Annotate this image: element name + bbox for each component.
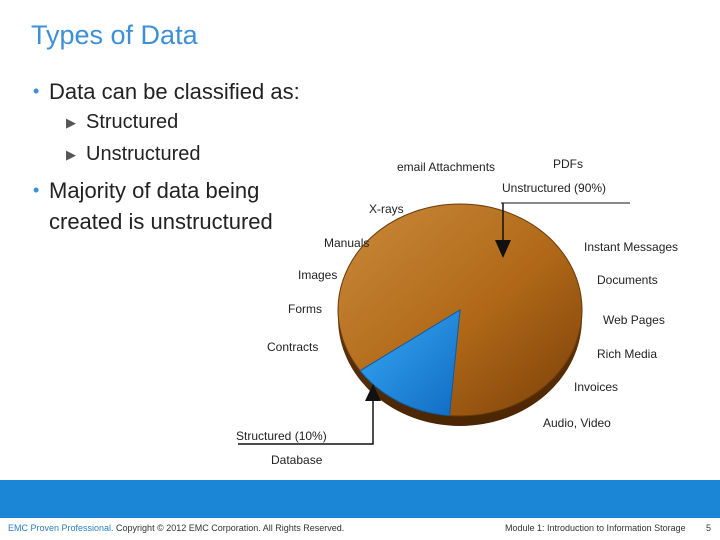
- sub-bullet-structured-text: Structured: [86, 111, 179, 133]
- structured-arrow-icon: [365, 384, 381, 401]
- triangle-right-icon: ▶: [66, 147, 76, 162]
- unstructured-arrow-icon: [495, 240, 511, 258]
- label-email: email Attachments: [397, 160, 496, 174]
- label-contracts: Contracts: [267, 340, 319, 354]
- bullet-dot-icon: •: [33, 180, 40, 200]
- slide-title: Types of Data: [31, 20, 198, 50]
- footer-module: Module 1: Introduction to Information St…: [505, 523, 686, 533]
- label-database: Database: [271, 453, 323, 467]
- triangle-right-icon: ▶: [66, 115, 76, 130]
- label-structured: Structured (10%): [236, 429, 327, 443]
- label-manuals: Manuals: [324, 236, 370, 250]
- bullet-2-text: Majority of data being created is unstru…: [49, 178, 273, 234]
- label-documents: Documents: [597, 273, 658, 287]
- label-xrays: X-rays: [369, 202, 404, 216]
- sub-bullet-structured: ▶ Structured: [66, 111, 179, 134]
- label-instant-messages: Instant Messages: [584, 240, 679, 254]
- footer-page-number: 5: [706, 523, 712, 533]
- bullet-1: • Data can be classified as:: [33, 76, 300, 107]
- sub-bullet-unstructured-text: Unstructured: [86, 143, 201, 165]
- label-unstructured: Unstructured (90%): [502, 181, 607, 195]
- bullet-1-text: Data can be classified as:: [49, 79, 300, 104]
- sub-bullet-unstructured: ▶ Unstructured: [66, 143, 201, 166]
- label-rich-media: Rich Media: [597, 347, 658, 361]
- label-forms: Forms: [288, 302, 322, 316]
- label-images: Images: [298, 268, 338, 282]
- footer-copyright: EMC Proven Professional. Copyright © 201…: [8, 523, 344, 533]
- label-audio-video: Audio, Video: [543, 416, 611, 430]
- label-pdfs: PDFs: [553, 157, 583, 171]
- footer-copyright-text: Copyright © 2012 EMC Corporation. All Ri…: [113, 523, 345, 533]
- label-web-pages: Web Pages: [603, 313, 665, 327]
- footer-brand: EMC Proven Professional.: [8, 523, 114, 533]
- label-invoices: Invoices: [574, 380, 619, 394]
- footer-bar: [0, 480, 720, 518]
- structured-callout-line: [238, 400, 374, 445]
- pie-slice-structured: [359, 309, 461, 417]
- bullet-2: • Majority of data being created is unst…: [33, 175, 294, 237]
- bullet-dot-icon: •: [33, 81, 40, 101]
